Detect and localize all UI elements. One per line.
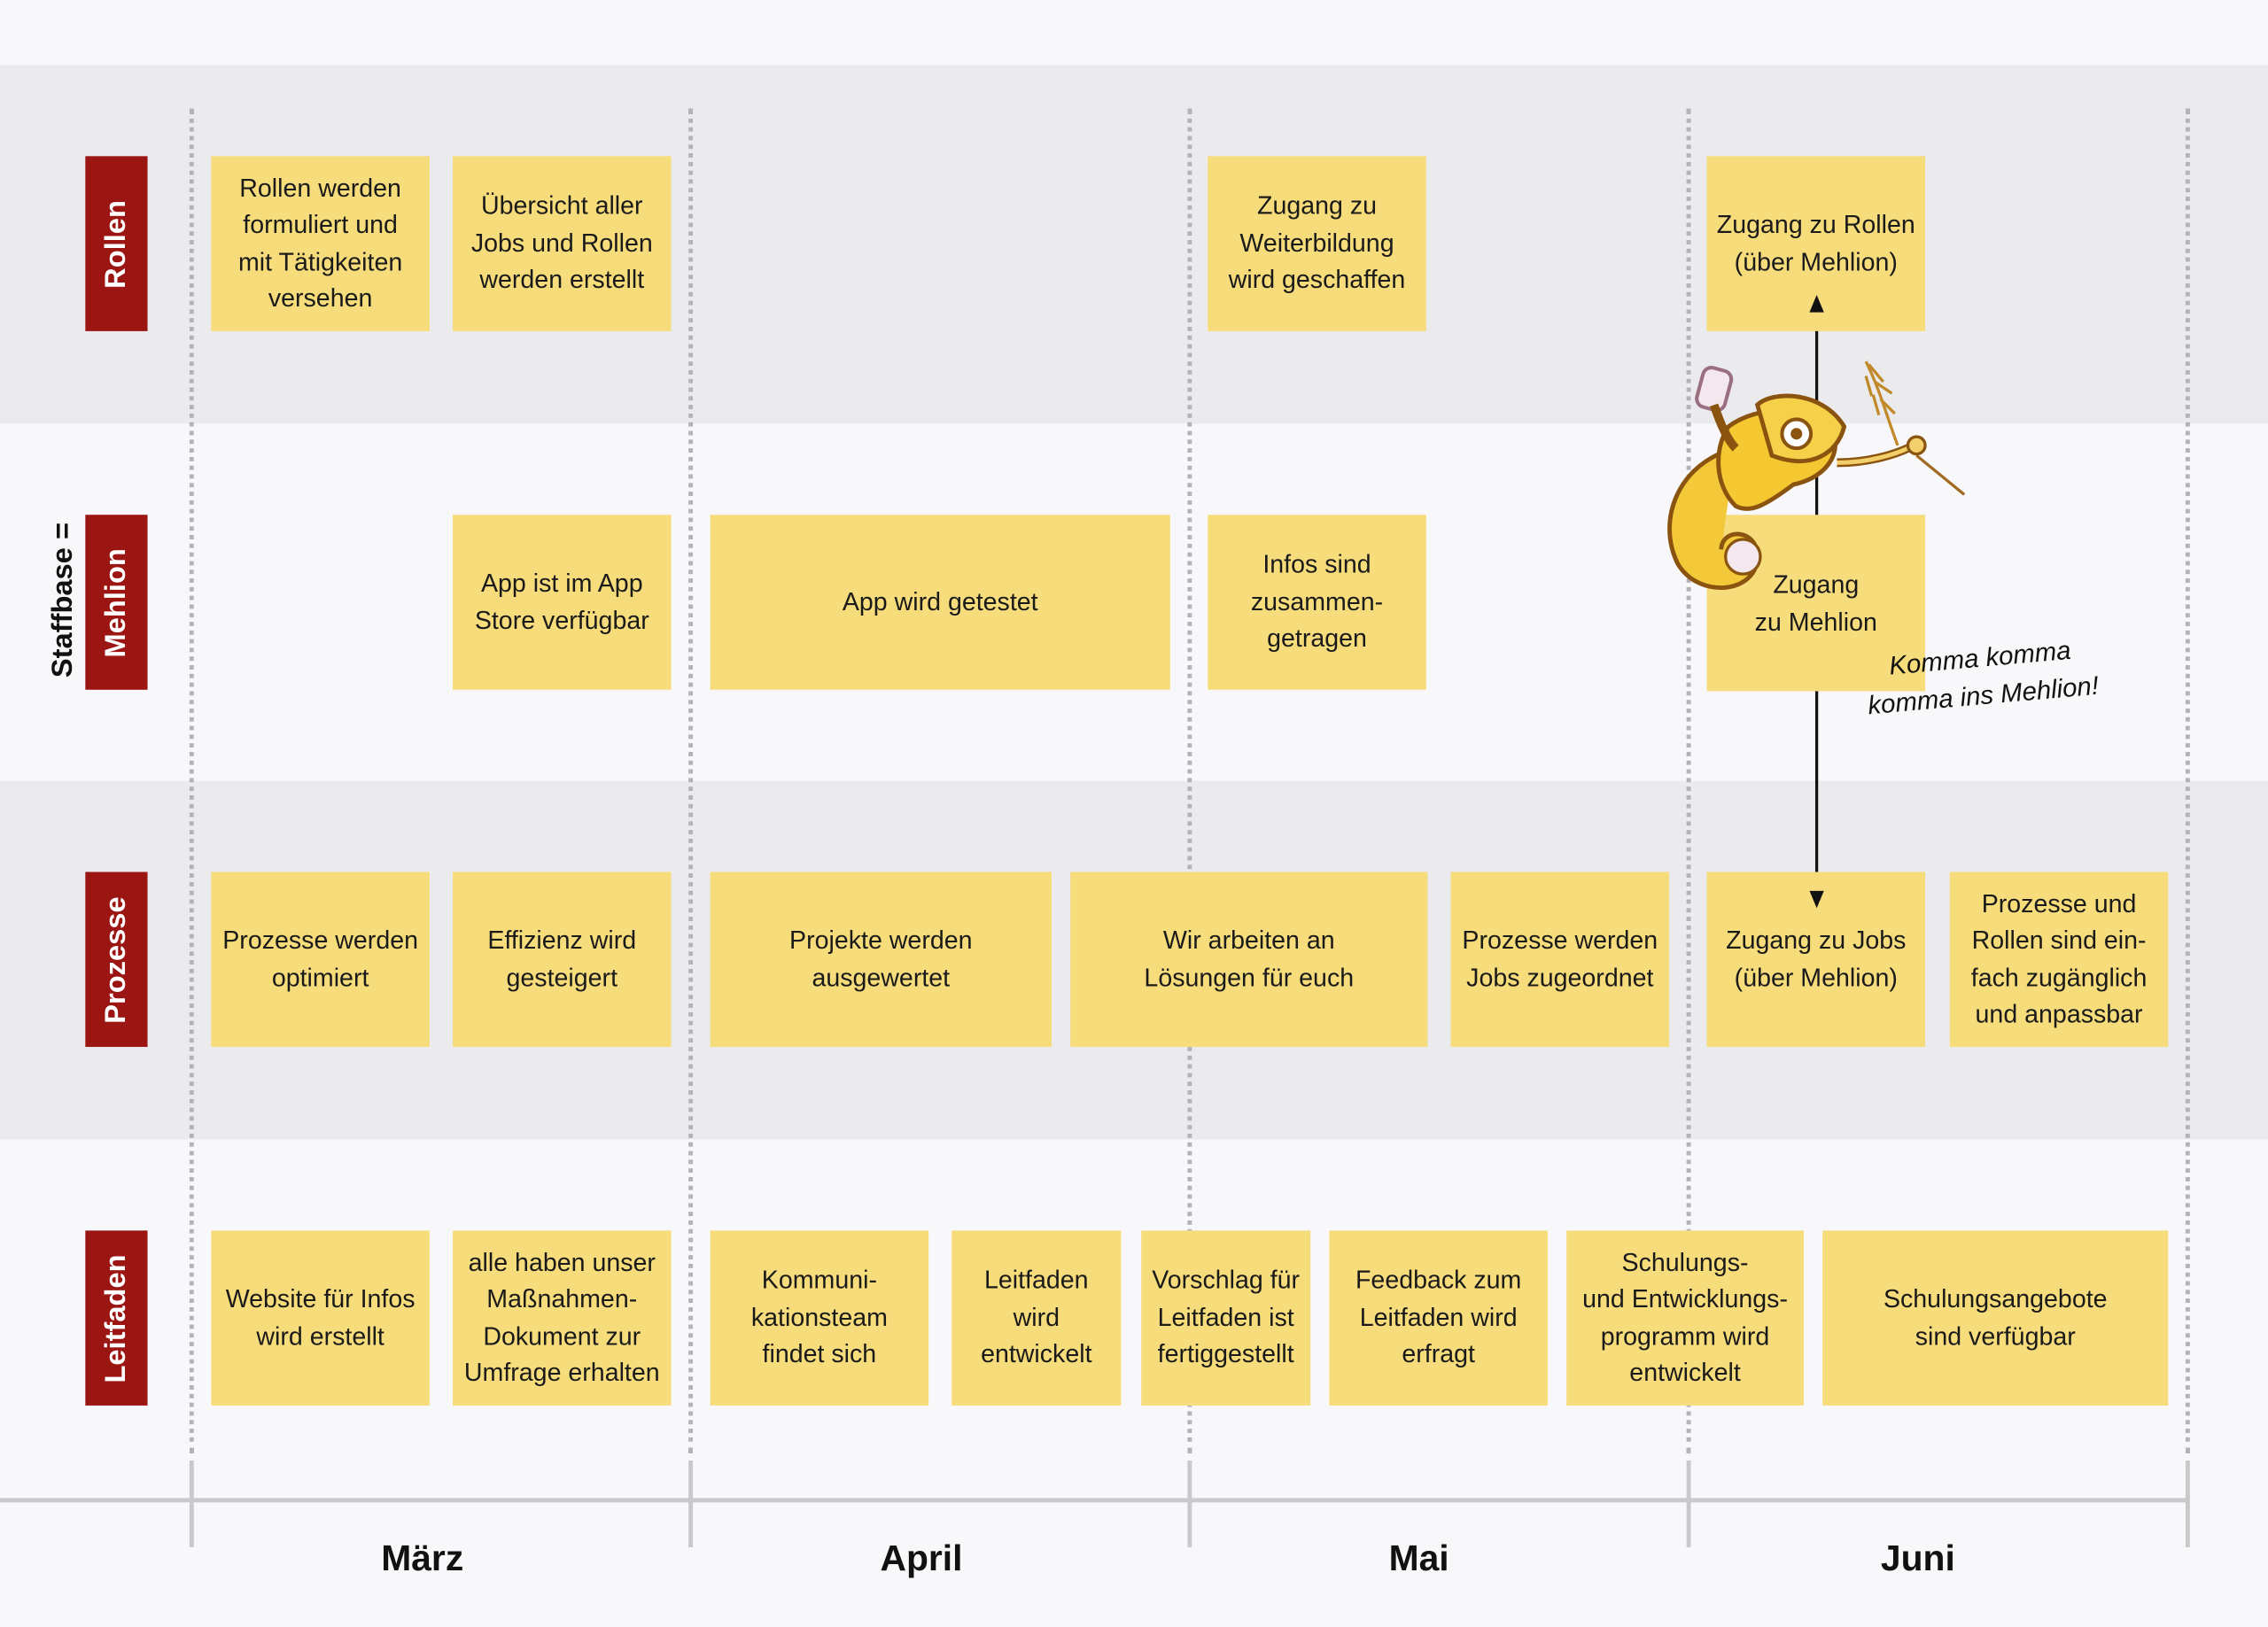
card: App wird getestet <box>710 515 1170 690</box>
side-label: Staffbase = <box>47 522 79 678</box>
axis-tick <box>1686 1460 1691 1547</box>
row-label-rollen: Rollen <box>85 156 148 331</box>
row-label-text: Rollen <box>99 199 132 288</box>
row-label-text: Mehlion <box>99 547 132 657</box>
card: Prozesse werden optimiert <box>211 872 430 1048</box>
card: Vorschlag für Leitfaden ist fertiggestel… <box>1141 1230 1311 1406</box>
month-divider <box>688 108 694 1453</box>
card: Leitfaden wird entwickelt <box>951 1230 1122 1406</box>
card: Infos sind zusammen- getragen <box>1208 515 1426 690</box>
card: Übersicht aller Jobs und Rollen werden e… <box>453 156 672 331</box>
month-label: April <box>880 1538 963 1579</box>
row-label-text: Prozesse <box>99 895 132 1023</box>
row-label-prozesse: Prozesse <box>85 872 148 1048</box>
month-divider <box>1686 108 1691 1453</box>
card: Prozesse und Rollen sind ein- fach zugän… <box>1949 872 2169 1048</box>
month-divider <box>1187 108 1192 1453</box>
card: Kommuni- kationsteam findet sich <box>710 1230 929 1406</box>
axis-tick <box>189 1460 194 1547</box>
card: Projekte werden ausgewertet <box>710 872 1052 1048</box>
month-divider <box>2185 108 2190 1453</box>
card: Schulungs- und Entwicklungs- programm wi… <box>1566 1230 1804 1406</box>
arrow-up-icon <box>1809 295 1824 313</box>
axis-tick <box>2185 1460 2190 1547</box>
month-divider <box>189 108 194 1453</box>
card: Rollen werden formuliert und mit Tätigke… <box>211 156 430 331</box>
card: Effizienz wird gesteigert <box>453 872 672 1048</box>
card: Prozesse werden Jobs zugeordnet <box>1450 872 1670 1048</box>
axis-tick <box>1187 1460 1192 1547</box>
axis-tick <box>688 1460 694 1547</box>
month-label: Mai <box>1388 1538 1449 1579</box>
card: Website für Infos wird erstellt <box>211 1230 430 1406</box>
row-label-text: Leitfaden <box>99 1253 132 1383</box>
arrow-down-icon <box>1809 890 1824 909</box>
card: Schulungsangebote sind verfügbar <box>1822 1230 2169 1406</box>
card: Zugang zu Weiterbildung wird geschaffen <box>1208 156 1426 331</box>
card: Feedback zum Leitfaden wird erfragt <box>1329 1230 1548 1406</box>
row-label-leitfaden: Leitfaden <box>85 1230 148 1406</box>
month-label: Juni <box>1880 1538 1955 1579</box>
card: alle haben unser Maßnahmen- Dokument zur… <box>453 1230 672 1406</box>
row-label-mehlion: Mehlion <box>85 515 148 690</box>
card: Wir arbeiten an Lösungen für euch <box>1070 872 1428 1048</box>
card: App ist im App Store verfügbar <box>453 515 672 690</box>
timeline-axis <box>0 1498 2187 1503</box>
chameleon-mascot-icon <box>1667 360 1966 590</box>
month-label: März <box>381 1538 464 1579</box>
